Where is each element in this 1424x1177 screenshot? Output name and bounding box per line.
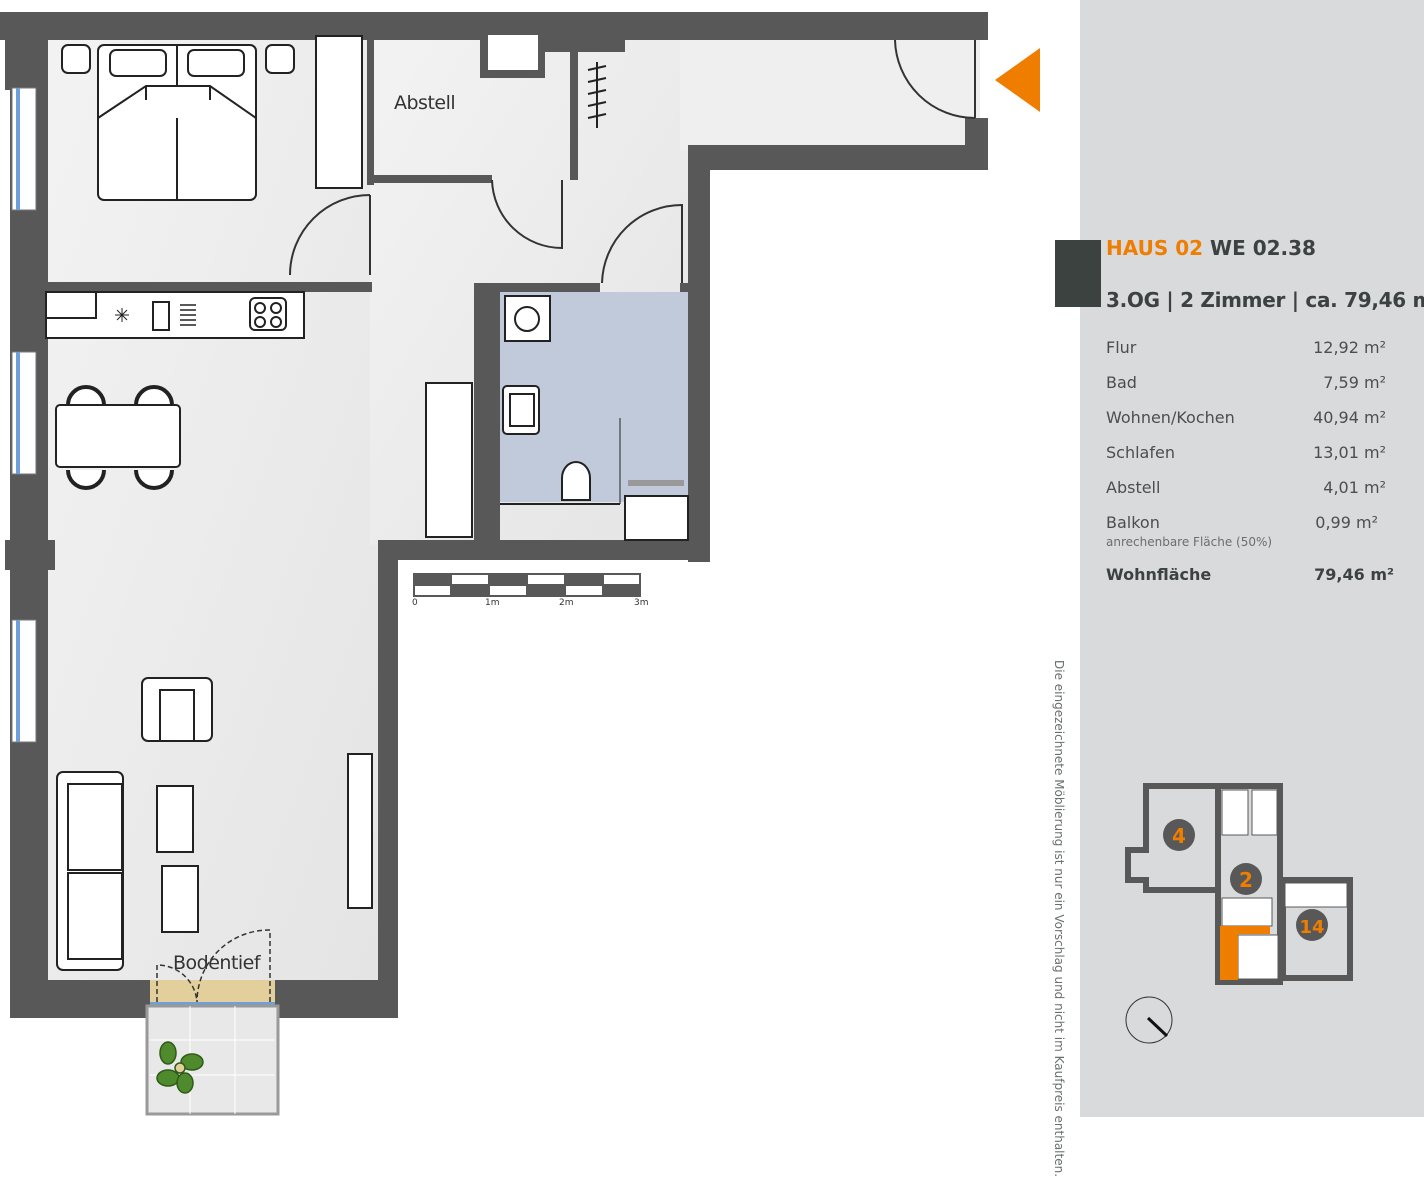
area-value: 0,99 m² <box>1315 513 1378 532</box>
scale-tick: 2m <box>559 598 574 608</box>
wall-pier <box>5 540 55 570</box>
area-row: Abstell 4,01 m² <box>1106 478 1396 513</box>
entrance-arrow-icon <box>995 48 1040 112</box>
area-label: Wohnen/Kochen <box>1106 408 1235 427</box>
floor-plan: 4 2 14 <box>0 12 1353 1116</box>
separator: | <box>1291 288 1299 312</box>
bathroom-fixtures <box>500 295 689 541</box>
scale-tick: 0 <box>412 598 418 608</box>
scale-tick: 1m <box>485 598 500 608</box>
building-4-label: 4 <box>1172 824 1186 848</box>
unit-number: WE 02.38 <box>1210 236 1316 260</box>
area-label: Flur <box>1106 338 1137 357</box>
area-row: Wohnen/Kochen 40,94 m² <box>1106 408 1396 443</box>
unit-title: HAUS 02 WE 02.38 <box>1106 236 1316 260</box>
scale-bar <box>413 573 641 597</box>
area-table: Flur 12,92 m² Bad 7,59 m² Wohnen/Kochen 40,… <box>1106 338 1396 600</box>
entry-door[interactable] <box>894 39 976 119</box>
area-value: 40,94 m² <box>1313 408 1386 427</box>
area-row: Flur 12,92 m² <box>1106 338 1396 373</box>
area-value: 4,01 m² <box>1323 478 1386 497</box>
total-row: Wohnfläche 79,46 m² <box>1106 565 1396 600</box>
total-value: 79,46 m² <box>1314 565 1394 584</box>
shaft <box>488 35 538 70</box>
building-14-badge <box>1296 909 1328 941</box>
area-label: Abstell <box>1106 478 1161 497</box>
area-note: anrechenbare Fläche (50%) <box>1106 535 1273 549</box>
wardrobe <box>315 35 363 189</box>
area-row: Balkon anrechenbare Fläche (50%) 0,99 m² <box>1106 513 1396 565</box>
area-value: 7,59 m² <box>1323 373 1386 392</box>
furniture-disclaimer: Die eingezeichnete Möblierung ist nur ei… <box>1052 660 1066 1177</box>
area-label: Balkon <box>1106 513 1160 532</box>
balcony <box>145 1004 280 1116</box>
windows <box>11 87 275 1006</box>
room-count: 2 Zimmer <box>1180 288 1286 312</box>
double-bed <box>61 44 295 201</box>
area-label: Bad <box>1106 373 1137 392</box>
building-2-label: 2 <box>1239 868 1253 892</box>
kitchen-counter <box>45 291 305 339</box>
title-marker <box>1055 240 1101 307</box>
floor-level: 3.OG <box>1106 288 1160 312</box>
building-2-badge <box>1230 863 1262 895</box>
building-4-badge <box>1163 819 1195 851</box>
total-area: ca. 79,46 m <box>1305 288 1424 312</box>
unit-subtitle: 3.OG | 2 Zimmer | ca. 79,46 m2 <box>1106 288 1424 312</box>
building-14-label: 14 <box>1299 917 1324 938</box>
room-label-abstell: Abstell <box>394 92 456 114</box>
separator: | <box>1166 288 1174 312</box>
coat-rack-icon <box>587 62 607 128</box>
room-label-bodentief: Bodentief <box>173 952 261 974</box>
scale-tick: 3m <box>634 598 649 608</box>
area-value: 13,01 m² <box>1313 443 1386 462</box>
area-value: 12,92 m² <box>1313 338 1386 357</box>
living-furniture <box>56 382 473 971</box>
area-row: Bad 7,59 m² <box>1106 373 1396 408</box>
site-plan: 4 2 14 <box>1125 783 1353 985</box>
area-label: Schlafen <box>1106 443 1175 462</box>
house-number: HAUS 02 <box>1106 236 1204 260</box>
compass-icon <box>1125 996 1173 1044</box>
balcony-doors <box>156 929 271 1003</box>
plant-icon <box>156 1041 204 1094</box>
dining-table <box>55 385 181 490</box>
area-row: Schlafen 13,01 m² <box>1106 443 1396 478</box>
walls <box>0 12 988 1018</box>
total-label: Wohnfläche <box>1106 565 1212 584</box>
interior-doors <box>289 179 683 284</box>
